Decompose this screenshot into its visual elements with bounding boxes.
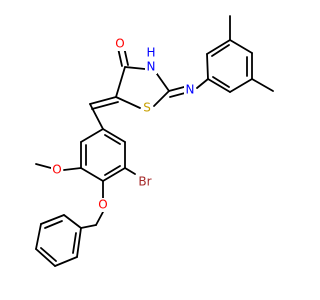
imine-n-label: N <box>186 83 195 97</box>
bond-ar1-6 <box>207 78 231 93</box>
bond-ar1-inner-3 <box>212 76 230 88</box>
bond-ar1-inner-1 <box>211 44 230 57</box>
atom-labels: O N H N S O Br <box>51 37 196 212</box>
molecule-structure: O N H N S O Br <box>35 15 274 267</box>
bond-ar1-1 <box>206 53 209 80</box>
bond-c4-c5 <box>115 66 126 98</box>
bond-c4-n3 <box>124 66 146 70</box>
atom-bromine: Br <box>135 175 155 189</box>
atom-ether-oxygen: O <box>97 198 109 212</box>
bond-c2-n-imine-double <box>169 92 186 98</box>
bond-ar3-1 <box>63 214 82 229</box>
bond-c5-ch <box>89 96 117 105</box>
ring-n-label: N <box>147 60 156 74</box>
bond-c5-ch-double <box>91 101 119 110</box>
methoxy-o-label: O <box>52 163 61 177</box>
bond-ar2-4 <box>80 167 104 182</box>
ether-o-label: O <box>98 198 107 212</box>
bond-ar1-2 <box>206 39 231 55</box>
bonds <box>35 15 274 267</box>
bond-methyl-right <box>251 78 274 92</box>
bond-ar1-3 <box>229 39 253 54</box>
bromo-label: Br <box>138 175 151 189</box>
bond-c-br <box>124 167 136 175</box>
bond-o-ch2 <box>95 211 104 226</box>
bond-ar3-2 <box>40 214 65 225</box>
atom-ring-nitrogen-h: N H <box>145 46 157 74</box>
atom-carbonyl-oxygen: O <box>114 37 126 51</box>
bond-ch-aryl <box>89 103 104 130</box>
bond-ar1-5 <box>229 78 253 93</box>
ring-h-label: H <box>146 46 155 60</box>
ring-s-label: S <box>143 101 151 115</box>
bond-c2-n-imine <box>168 86 185 92</box>
bond-ar3-inner-2 <box>40 247 57 262</box>
atom-methoxy-oxygen: O <box>51 163 63 177</box>
bond-ar2-6 <box>80 128 104 143</box>
bond-c2-s1 <box>153 90 170 107</box>
bond-ar2-inner-1 <box>104 134 121 145</box>
bond-ar3-3 <box>35 223 42 250</box>
bond-ar2-1 <box>102 128 126 143</box>
bond-c-ome <box>63 167 82 171</box>
bond-ch2-ph <box>80 224 97 229</box>
bond-ar3-6 <box>76 227 82 258</box>
bond-n-aryl <box>196 78 209 89</box>
atom-ring-sulfur: S <box>141 101 153 115</box>
bond-n3-c2 <box>156 73 170 92</box>
bond-ar3-5 <box>54 256 78 267</box>
bond-ar2-inner-2 <box>104 165 121 176</box>
bond-s1-c5 <box>115 96 141 109</box>
bond-ar2-3 <box>102 167 126 182</box>
bond-ar3-4 <box>35 248 56 267</box>
atom-imine-nitrogen: N <box>184 83 196 97</box>
bond-ar3-inner-1 <box>44 220 63 229</box>
bond-ome-ch3 <box>35 163 52 169</box>
carbonyl-o-label: O <box>115 37 124 51</box>
molecule-canvas: O N H N S O Br <box>35 15 274 267</box>
bond-ar3-inner-3 <box>72 232 77 254</box>
